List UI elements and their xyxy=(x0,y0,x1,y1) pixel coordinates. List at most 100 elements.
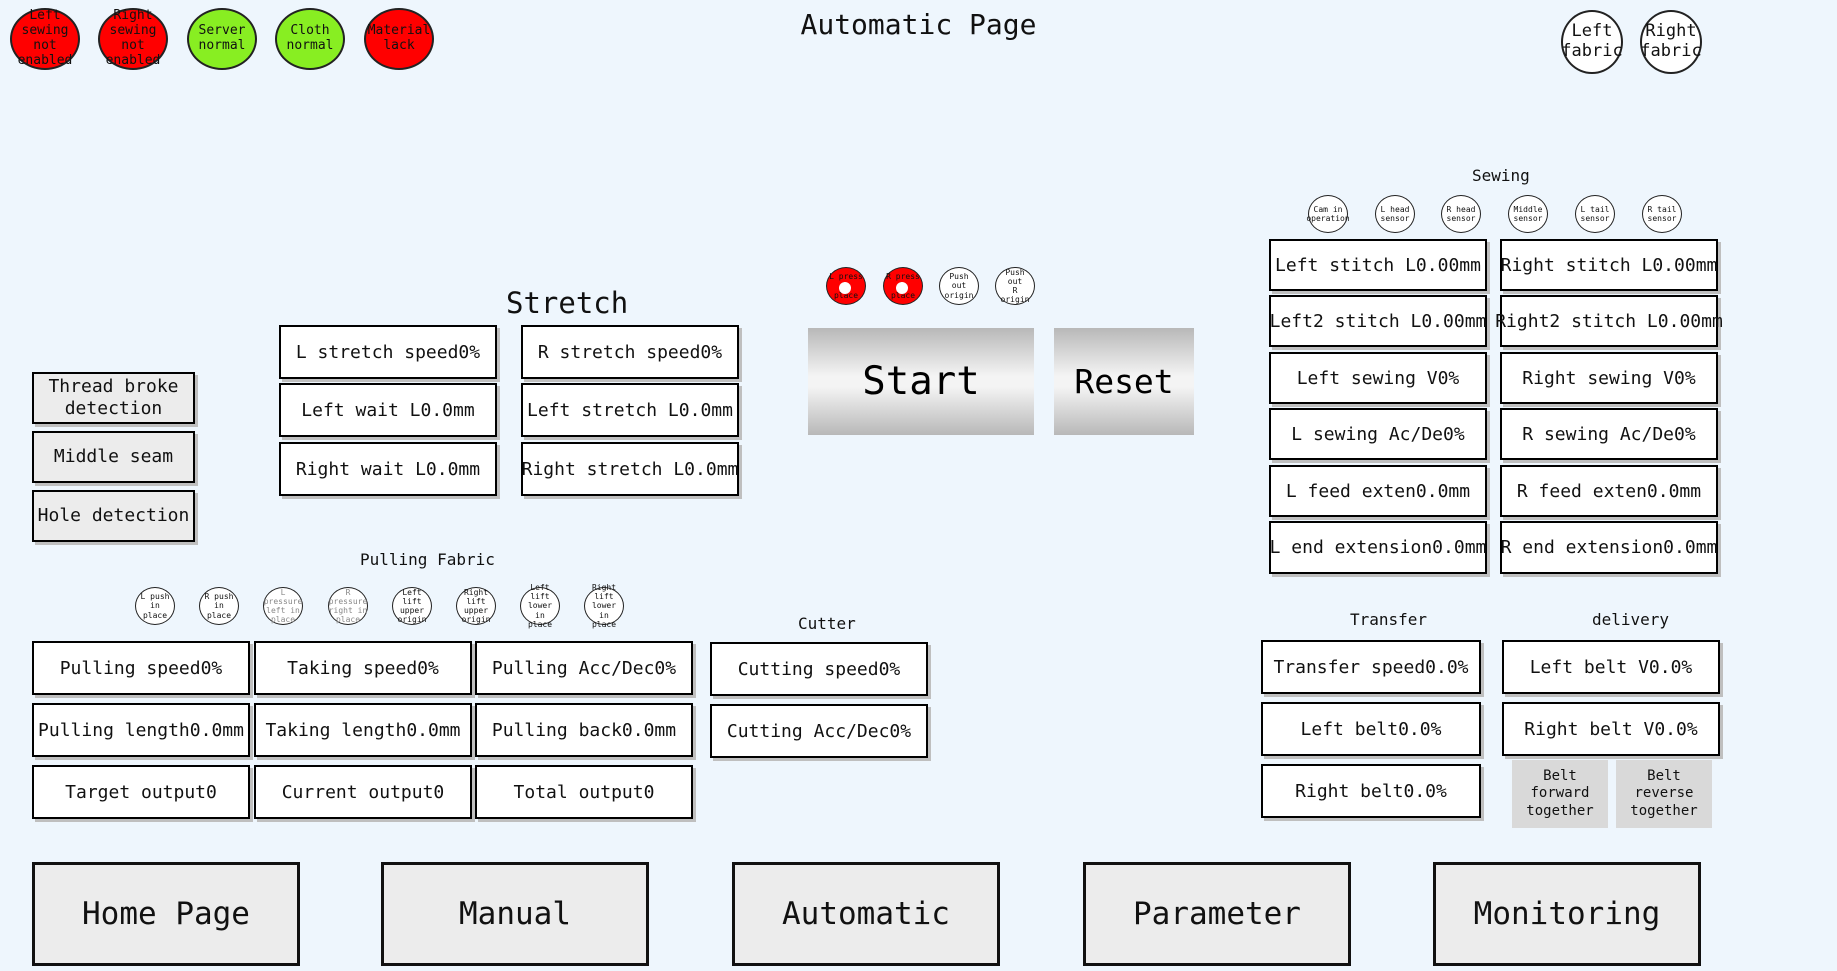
belt-reverse-together-button[interactable]: Belt reverse together xyxy=(1616,760,1712,828)
right-lift-upper-sensor-lamp: Right lift upper origin xyxy=(456,587,496,625)
right-fabric-lamp: Right fabric xyxy=(1640,10,1702,74)
target-output-field[interactable]: Target output0 xyxy=(32,765,250,819)
right-sewing-status-lamp: Right sewing not enabled xyxy=(98,8,168,70)
middle-sensor-lamp: Middle sensor xyxy=(1508,195,1548,233)
lamp-label: Push out R origin xyxy=(1000,267,1030,305)
l-head-sensor-lamp: L head sensor xyxy=(1375,195,1415,233)
right-sewing-speed-field[interactable]: Right sewing V0% xyxy=(1500,352,1718,404)
right-stitch-field[interactable]: Right stitch L0.00mm xyxy=(1500,239,1718,291)
transfer-speed-field[interactable]: Transfer speed0.0% xyxy=(1261,640,1481,694)
lamp-label: R push in place xyxy=(204,592,234,620)
lamp-label: Server normal xyxy=(198,23,246,53)
r-end-extension-field[interactable]: R end extension0.0mm xyxy=(1500,521,1718,574)
pulling-length-field[interactable]: Pulling length0.0mm xyxy=(32,703,250,757)
r-stretch-speed-field[interactable]: R stretch speed0% xyxy=(521,325,739,379)
transfer-left-belt-field[interactable]: Left belt0.0% xyxy=(1261,702,1481,756)
l-push-sensor-lamp: L push in place xyxy=(135,587,175,625)
stretch-heading: Stretch xyxy=(506,286,629,320)
pulling-fabric-heading: Pulling Fabric xyxy=(360,550,495,569)
l-press-lamp: L press in place xyxy=(826,267,866,305)
current-output-field[interactable]: Current output0 xyxy=(254,765,472,819)
nav-automatic-button[interactable]: Automatic xyxy=(732,862,1000,966)
transfer-right-belt-field[interactable]: Right belt0.0% xyxy=(1261,764,1481,818)
lamp-label: Push out origin xyxy=(944,272,974,300)
lamp-label: Left lift lower in place xyxy=(527,583,553,629)
nav-manual-button[interactable]: Manual xyxy=(381,862,649,966)
nav-monitoring-button[interactable]: Monitoring xyxy=(1433,862,1701,966)
lamp-label: Cloth normal xyxy=(286,23,334,53)
push-out-r-origin-lamp: Push out R origin xyxy=(995,267,1035,305)
start-button[interactable]: Start xyxy=(808,328,1034,435)
cutting-accdec-field[interactable]: Cutting Acc/Dec0% xyxy=(710,704,928,758)
material-status-lamp: Material lack xyxy=(364,8,434,70)
left-lift-upper-sensor-lamp: Left lift upper origin xyxy=(392,587,432,625)
lamp-label: Left sewing not enabled xyxy=(17,8,73,68)
page-title: Automatic Page xyxy=(800,8,1037,41)
l-stretch-speed-field[interactable]: L stretch speed0% xyxy=(279,325,497,379)
lamp-label: L pressure left in place xyxy=(263,587,303,625)
cam-sensor-lamp: Cam in operation xyxy=(1306,195,1350,233)
lamp-label: Right fabric xyxy=(1640,21,1702,61)
lamp-label: Right sewing not enabled xyxy=(105,8,161,68)
lamp-label: Middle sensor xyxy=(1513,204,1543,223)
lamp-label: Material lack xyxy=(367,23,431,53)
r-tail-sensor-lamp: R tail sensor xyxy=(1642,195,1682,233)
sewing-heading: Sewing xyxy=(1472,166,1530,185)
middle-seam-button[interactable]: Middle seam xyxy=(32,431,195,483)
lamp-label: R pressure right in place xyxy=(328,587,368,625)
l-tail-sensor-lamp: L tail sensor xyxy=(1575,195,1615,233)
hole-detection-button[interactable]: Hole detection xyxy=(32,490,195,542)
pulling-accdec-field[interactable]: Pulling Acc/Dec0% xyxy=(475,641,693,695)
left-wait-field[interactable]: Left wait L0.0mm xyxy=(279,383,497,437)
server-status-lamp: Server normal xyxy=(187,8,257,70)
right-wait-field[interactable]: Right wait L0.0mm xyxy=(279,442,497,496)
nav-parameter-button[interactable]: Parameter xyxy=(1083,862,1351,966)
reset-button[interactable]: Reset xyxy=(1054,328,1194,435)
l-sewing-accdec-field[interactable]: L sewing Ac/De0% xyxy=(1269,408,1487,460)
lamp-label: Right lift lower in place xyxy=(591,583,617,629)
right-belt-speed-field[interactable]: Right belt V0.0% xyxy=(1502,702,1720,756)
left-stitch-field[interactable]: Left stitch L0.00mm xyxy=(1269,239,1487,291)
lamp-label: R head sensor xyxy=(1446,204,1476,223)
left2-stitch-field[interactable]: Left2 stitch L0.00mm xyxy=(1269,295,1487,347)
lamp-label: L tail sensor xyxy=(1580,204,1610,223)
r-push-sensor-lamp: R push in place xyxy=(199,587,239,625)
left-sewing-speed-field[interactable]: Left sewing V0% xyxy=(1269,352,1487,404)
pulling-speed-field[interactable]: Pulling speed0% xyxy=(32,641,250,695)
lamp-label: Right lift upper origin xyxy=(461,587,491,625)
thread-broke-detection-button[interactable]: Thread broke detection xyxy=(32,372,195,424)
left-belt-speed-field[interactable]: Left belt V0.0% xyxy=(1502,640,1720,694)
nav-home-page-button[interactable]: Home Page xyxy=(32,862,300,966)
l-pressure-sensor-lamp: L pressure left in place xyxy=(263,587,303,625)
lamp-label: Left fabric xyxy=(1561,21,1623,61)
total-output-field[interactable]: Total output0 xyxy=(475,765,693,819)
taking-speed-field[interactable]: Taking speed0% xyxy=(254,641,472,695)
left-lift-lower-sensor-lamp: Left lift lower in place xyxy=(520,583,560,629)
r-pressure-sensor-lamp: R pressure right in place xyxy=(328,587,368,625)
cutting-speed-field[interactable]: Cutting speed0% xyxy=(710,642,928,696)
l-feed-extension-field[interactable]: L feed exten0.0mm xyxy=(1269,465,1487,517)
left-stretch-field[interactable]: Left stretch L0.0mm xyxy=(521,383,739,437)
right-stretch-field[interactable]: Right stretch L0.0mm xyxy=(521,442,739,496)
push-out-origin-lamp: Push out origin xyxy=(939,267,979,305)
r-head-sensor-lamp: R head sensor xyxy=(1441,195,1481,233)
pulling-back-field[interactable]: Pulling back0.0mm xyxy=(475,703,693,757)
cutter-heading: Cutter xyxy=(798,614,856,633)
belt-forward-together-button[interactable]: Belt forward together xyxy=(1512,760,1608,828)
taking-length-field[interactable]: Taking length0.0mm xyxy=(254,703,472,757)
lamp-label: L push in place xyxy=(140,592,170,620)
r-press-lamp: R press in place xyxy=(883,267,923,305)
left-sewing-status-lamp: Left sewing not enabled xyxy=(10,8,80,70)
left-fabric-lamp: Left fabric xyxy=(1561,10,1623,74)
transfer-heading: Transfer xyxy=(1350,610,1428,629)
delivery-heading: delivery xyxy=(1592,610,1670,629)
right2-stitch-field[interactable]: Right2 stitch L0.00mm xyxy=(1495,295,1723,347)
lamp-label: L head sensor xyxy=(1380,204,1410,223)
lamp-label: Cam in operation xyxy=(1306,204,1350,223)
r-sewing-accdec-field[interactable]: R sewing Ac/De0% xyxy=(1500,408,1718,460)
right-lift-lower-sensor-lamp: Right lift lower in place xyxy=(584,583,624,629)
lamp-label: R tail sensor xyxy=(1647,204,1677,223)
l-end-extension-field[interactable]: L end extension0.0mm xyxy=(1269,521,1487,574)
r-feed-extension-field[interactable]: R feed exten0.0mm xyxy=(1500,465,1718,517)
cloth-status-lamp: Cloth normal xyxy=(275,8,345,70)
